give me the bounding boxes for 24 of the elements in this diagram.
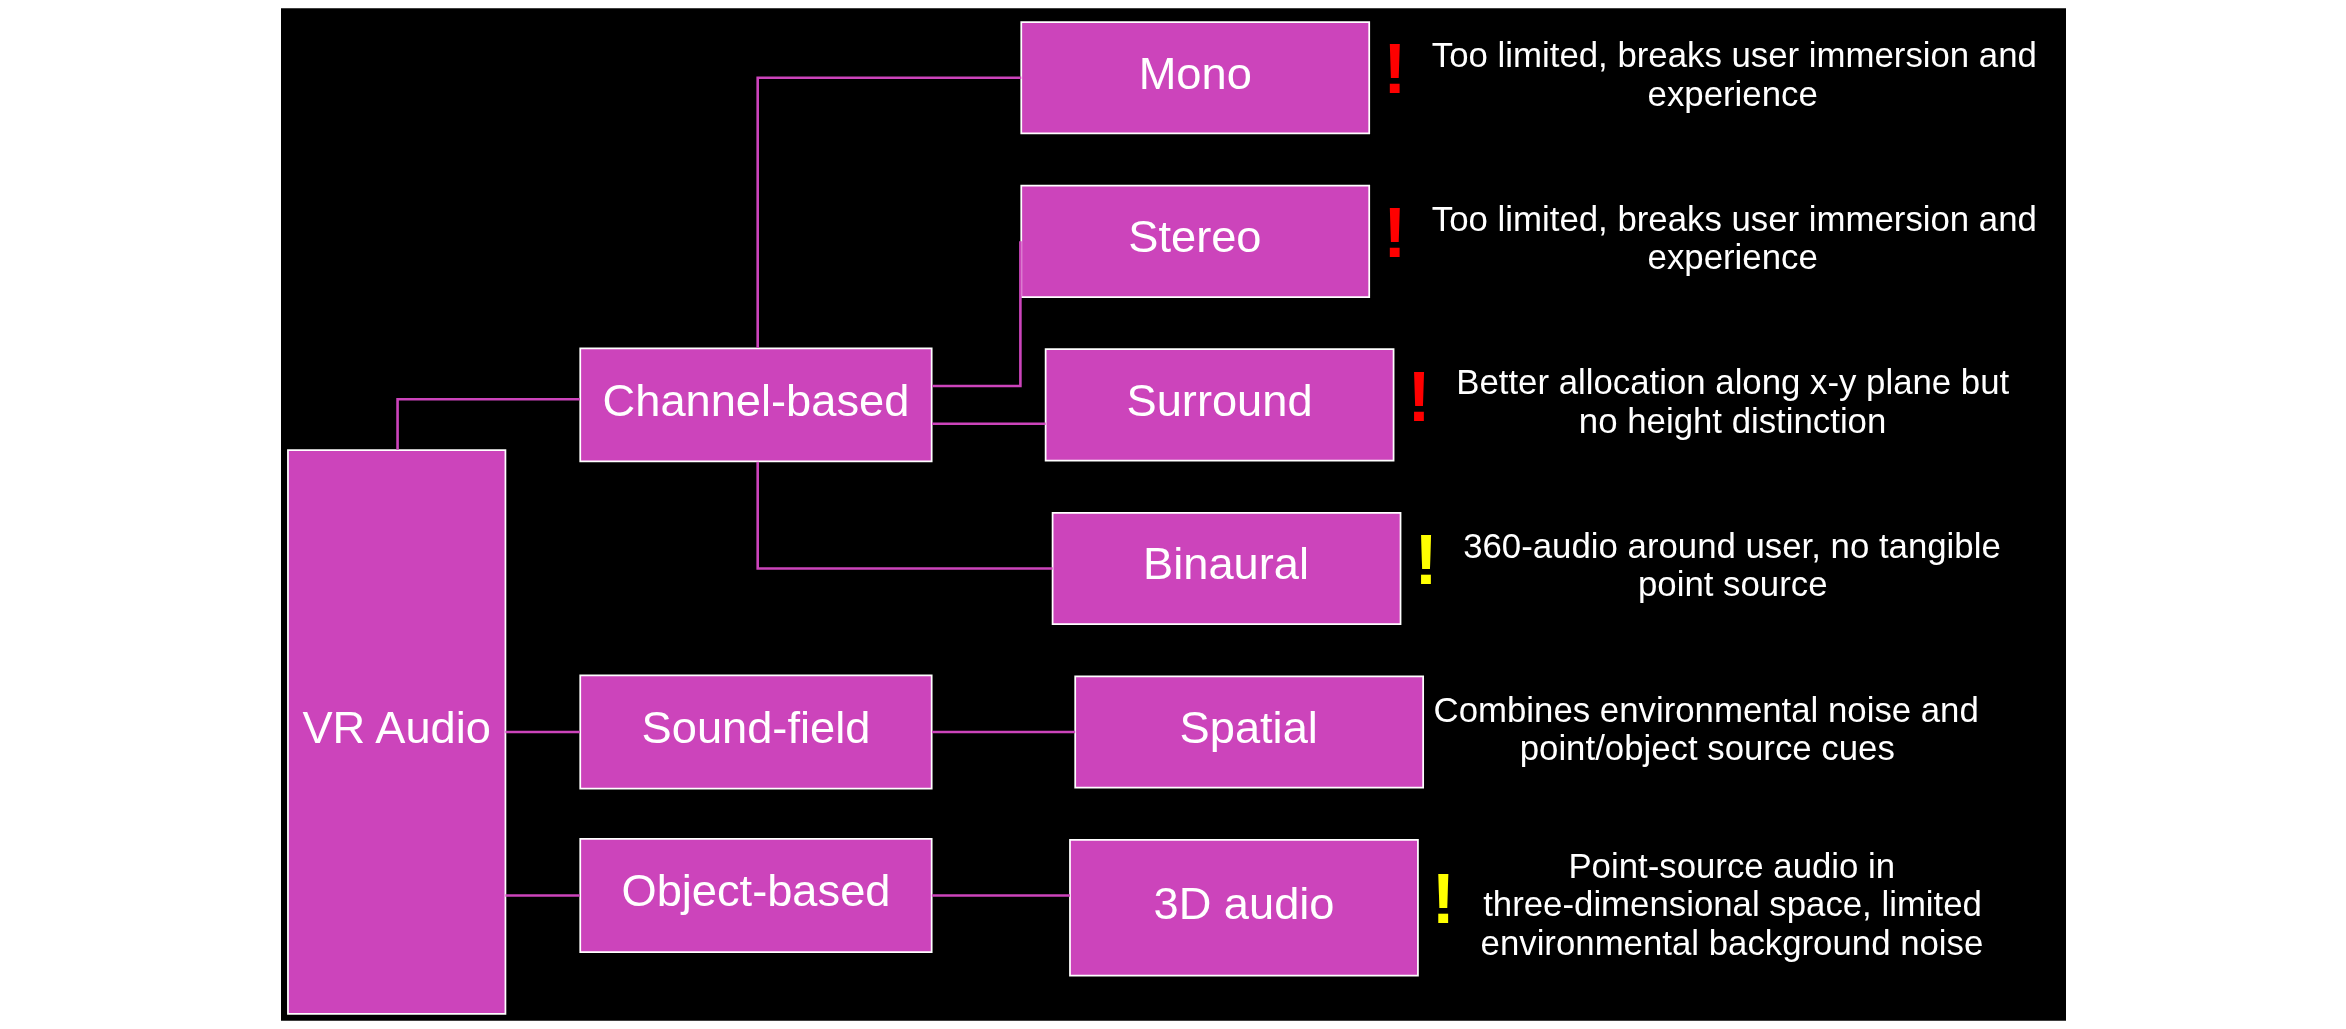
connector xyxy=(755,461,1053,570)
connector xyxy=(931,730,1075,734)
connector xyxy=(504,730,580,734)
node-box: Object-based xyxy=(578,838,933,953)
connector xyxy=(504,894,580,897)
node-label: ! xyxy=(1382,30,1406,109)
node-label: Too limited, breaks user immersion and experience xyxy=(1431,199,2037,277)
node-box: VR Audio xyxy=(286,449,506,1015)
connector xyxy=(395,397,580,450)
node-box: Channel-based xyxy=(578,347,933,463)
node-label: Too limited, breaks user immersion and experience xyxy=(1431,36,2037,113)
node-label: Point-source audio in three-dimensional space, limited environmental background noise xyxy=(1480,847,1983,962)
connector xyxy=(931,241,1022,388)
node-label: ! xyxy=(1407,357,1431,436)
connector xyxy=(931,422,1046,426)
connector xyxy=(755,76,1021,348)
node-label: 360-audio around user, no tangible point source xyxy=(1462,526,2001,604)
node-label: ! xyxy=(1413,521,1438,600)
node-box: Sound-field xyxy=(578,674,933,790)
connector xyxy=(931,894,1070,897)
node-label: ! xyxy=(1431,860,1455,939)
node-label: Better allocation along x-y plane but no height distinction xyxy=(1455,363,2009,440)
node-label: ! xyxy=(1382,194,1406,273)
node-label: Combines environmental noise and point/object source cues xyxy=(1433,690,1979,767)
